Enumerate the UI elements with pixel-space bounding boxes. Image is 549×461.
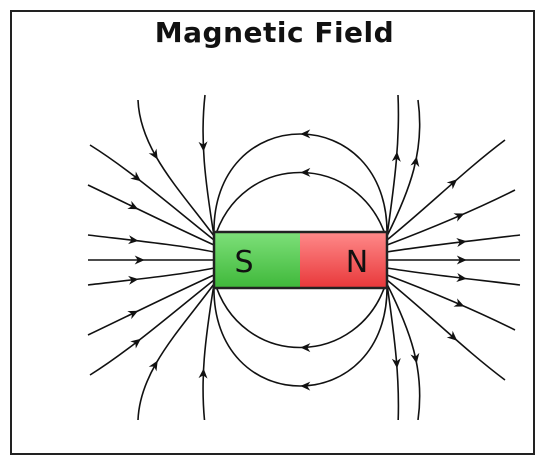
arrowhead-icon bbox=[198, 141, 208, 152]
arrowhead-icon bbox=[456, 273, 467, 282]
field-line bbox=[386, 283, 421, 420]
field-line bbox=[386, 283, 400, 420]
magnet-south-pole bbox=[214, 232, 300, 288]
field-line bbox=[386, 274, 516, 331]
arrowhead-icon bbox=[130, 338, 141, 349]
arrowhead-icon bbox=[391, 358, 401, 369]
arrowhead-icon bbox=[127, 200, 139, 210]
field-line bbox=[89, 144, 215, 241]
field-line bbox=[137, 99, 215, 237]
arrowhead-icon bbox=[391, 151, 401, 162]
field-line bbox=[386, 189, 516, 246]
field-line bbox=[87, 184, 215, 246]
field-line bbox=[386, 234, 521, 253]
arrowhead-icon bbox=[134, 255, 145, 265]
field-line bbox=[137, 283, 215, 420]
arrowhead-icon bbox=[446, 179, 458, 190]
arrowhead-icon bbox=[128, 235, 139, 245]
arrowhead-icon bbox=[130, 171, 141, 182]
arrowhead-icon bbox=[456, 255, 467, 265]
field-line bbox=[87, 274, 215, 336]
field-line bbox=[87, 234, 215, 253]
north-pole-label: N bbox=[346, 245, 368, 280]
field-line bbox=[386, 99, 421, 237]
arrowhead-icon bbox=[128, 275, 139, 285]
magnet-outline bbox=[212, 230, 389, 290]
arrowhead-icon bbox=[446, 330, 458, 341]
arrowhead-icon bbox=[148, 148, 158, 160]
arrowhead-icon bbox=[456, 238, 467, 247]
field-line bbox=[213, 283, 388, 387]
arrowhead-icon bbox=[300, 343, 311, 353]
field-line bbox=[213, 133, 388, 237]
arrowhead-icon bbox=[127, 310, 139, 320]
field-line bbox=[386, 139, 506, 241]
field-line bbox=[386, 279, 506, 381]
arrowhead-icon bbox=[453, 213, 465, 222]
arrowhead-icon bbox=[198, 368, 208, 379]
field-line bbox=[89, 279, 215, 376]
field-line bbox=[87, 267, 215, 286]
field-line bbox=[213, 171, 388, 241]
field-arrows bbox=[127, 129, 467, 391]
field-line bbox=[386, 267, 521, 286]
arrowhead-icon bbox=[148, 360, 158, 372]
field-line bbox=[213, 279, 388, 349]
arrowhead-icon bbox=[453, 298, 465, 307]
magnet-north-pole bbox=[300, 232, 387, 288]
field-lines bbox=[87, 94, 521, 420]
field-line bbox=[386, 94, 400, 237]
arrowhead-icon bbox=[410, 156, 420, 168]
field-line bbox=[202, 283, 215, 420]
page-title: Magnetic Field bbox=[154, 16, 395, 49]
bar-magnet: S N bbox=[212, 230, 389, 290]
arrowhead-icon bbox=[300, 381, 311, 391]
arrowhead-icon bbox=[410, 352, 420, 364]
field-line bbox=[202, 94, 215, 237]
south-pole-label: S bbox=[234, 245, 253, 280]
arrowhead-icon bbox=[300, 167, 311, 177]
arrowhead-icon bbox=[300, 129, 311, 139]
